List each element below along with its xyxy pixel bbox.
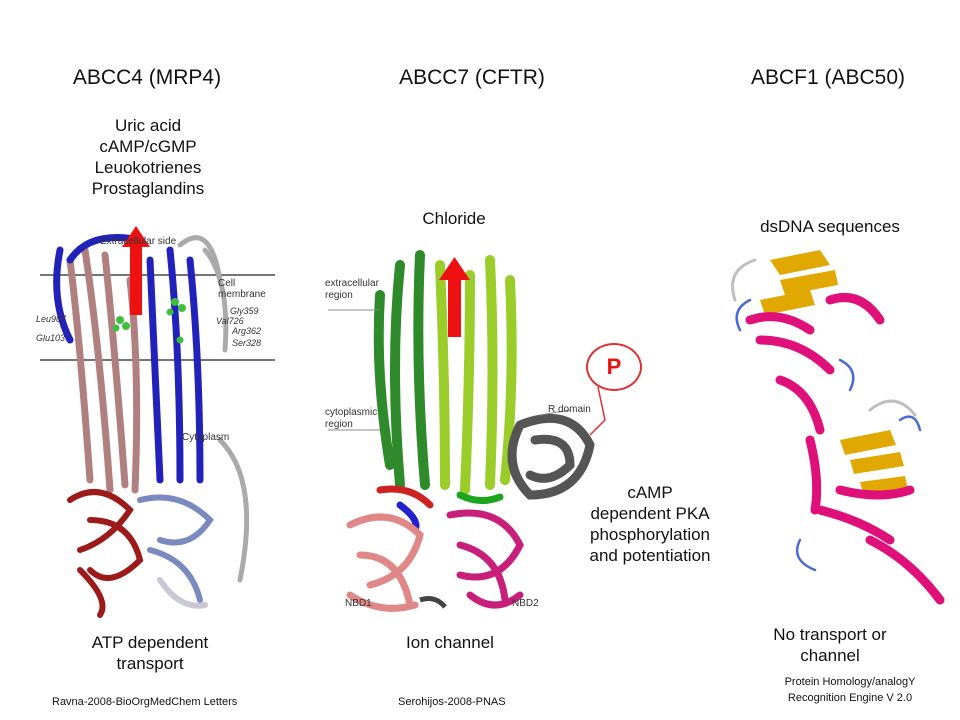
label-line: region bbox=[325, 419, 353, 430]
residue-label: Leu987 bbox=[36, 314, 67, 324]
label-line: region bbox=[325, 290, 353, 301]
panel3-title: ABCF1 (ABC50) bbox=[750, 66, 906, 89]
caption-line: No transport or bbox=[773, 625, 887, 644]
panel1-title: ABCC4 (MRP4) bbox=[72, 66, 222, 89]
coils-blue bbox=[735, 298, 922, 572]
residue-label: Ser328 bbox=[232, 338, 262, 348]
substrate-item: Uric acid bbox=[114, 116, 182, 135]
credit-line: Protein Homology/analogY bbox=[784, 676, 916, 688]
transport-arrow bbox=[122, 226, 150, 315]
phospho-badge: P bbox=[586, 343, 642, 391]
panel1-substrates: Uric acid cAMP/cGMP Leuokotrienes Prosta… bbox=[50, 115, 246, 199]
substrate-item: Leuokotrienes bbox=[94, 158, 202, 177]
nbd1 bbox=[346, 513, 424, 612]
phyre-credit: Protein Homology/analogY Recognition Eng… bbox=[760, 674, 940, 706]
abcc4-structure bbox=[40, 226, 275, 618]
credit-line: Recognition Engine V 2.0 bbox=[787, 692, 913, 704]
linker-grey bbox=[419, 596, 447, 609]
tm-helices-lime bbox=[435, 255, 517, 495]
r-domain-label: R domain bbox=[548, 404, 591, 415]
coils-grey bbox=[731, 258, 917, 417]
note-line: dependent PKA bbox=[590, 504, 710, 523]
note-line: phosphorylation bbox=[589, 525, 711, 544]
pka-note: cAMP dependent PKA phosphorylation and p… bbox=[572, 482, 728, 566]
substrate-item: Prostaglandins bbox=[91, 179, 205, 198]
ligand-spheres bbox=[112, 298, 186, 344]
nbd1-label: NBD1 bbox=[345, 598, 372, 609]
panel1-citation: Ravna-2008-BioOrgMedChem Letters bbox=[52, 696, 238, 708]
phospho-callout-line bbox=[589, 386, 606, 436]
residue-label: Gly359 bbox=[230, 306, 259, 316]
nbd2-label: NBD2 bbox=[512, 598, 539, 609]
caption-line: channel bbox=[800, 646, 860, 665]
panel3-caption: No transport or channel bbox=[750, 624, 910, 666]
tm-helices-pink bbox=[66, 246, 141, 494]
cftr-structure bbox=[328, 250, 606, 612]
residue-label: Glu103 bbox=[36, 333, 66, 343]
residue-label: Arg362 bbox=[232, 326, 262, 336]
panel2-citation: Serohijos-2008-PNAS bbox=[398, 696, 506, 708]
label-line: cytoplasmic bbox=[325, 407, 378, 418]
alpha-helices-magenta bbox=[745, 293, 945, 605]
cytoplasm-label: Cytoplasm bbox=[182, 432, 230, 443]
note-line: and potentiation bbox=[589, 546, 711, 565]
extracellular-region-label: extracellular region bbox=[325, 278, 379, 302]
residue-label: Val726 bbox=[216, 316, 244, 326]
caption-line: transport bbox=[116, 654, 184, 673]
panel2-caption: Ion channel bbox=[406, 633, 494, 652]
beta-sheets-gold bbox=[760, 250, 908, 496]
caption-line: ATP dependent bbox=[91, 633, 209, 652]
extracellular-label: Extracellular side bbox=[100, 236, 177, 247]
note-line: cAMP bbox=[627, 483, 673, 502]
membrane-label: Cell membrane bbox=[218, 278, 266, 300]
panel2-substrate: Chloride bbox=[422, 209, 486, 228]
tm-helices-green bbox=[373, 250, 430, 490]
nbd2 bbox=[446, 509, 524, 609]
substrate-item: cAMP/cGMP bbox=[99, 137, 197, 156]
cytoplasmic-region-label: cytoplasmic region bbox=[325, 407, 377, 431]
r-domain bbox=[507, 413, 595, 500]
phospho-letter: P bbox=[606, 354, 622, 379]
panel3-substrate: dsDNA sequences bbox=[760, 217, 900, 236]
tm-helices-grey bbox=[177, 235, 250, 583]
chloride-arrow bbox=[439, 257, 470, 337]
panel2-title: ABCC7 (CFTR) bbox=[399, 66, 545, 89]
guide-line bbox=[539, 409, 571, 416]
label-line: extracellular bbox=[325, 278, 379, 289]
nbd-region bbox=[67, 489, 214, 618]
panel1-caption: ATP dependent transport bbox=[50, 632, 250, 674]
abcf1-structure bbox=[731, 250, 945, 605]
